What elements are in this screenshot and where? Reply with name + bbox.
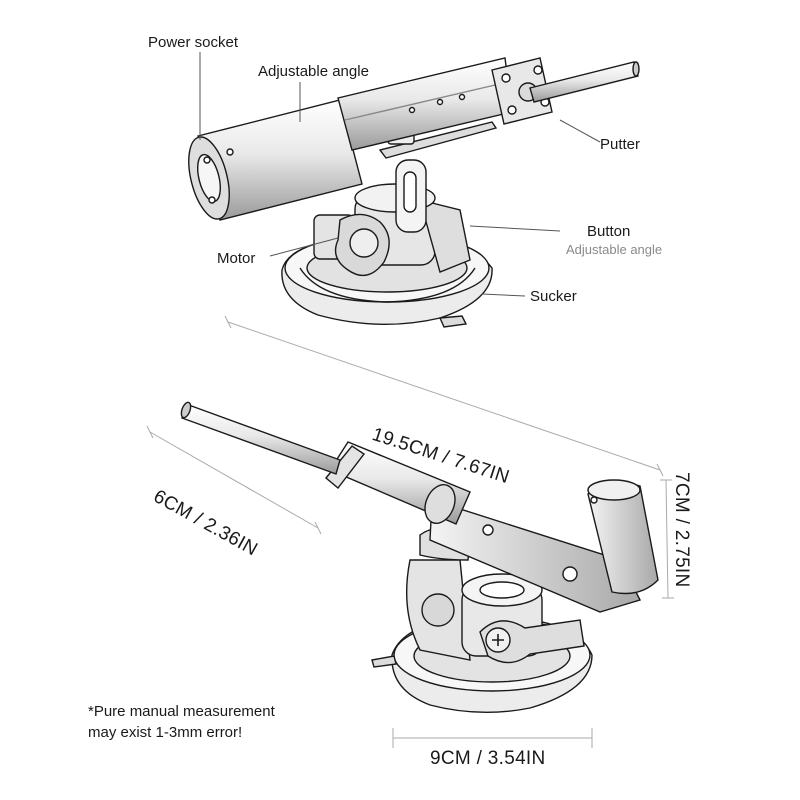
label-button-sub: Adjustable angle	[566, 242, 663, 257]
leader-lines	[199, 52, 601, 297]
label-sucker: Sucker	[530, 288, 577, 305]
measurement-note-line1: *Pure manual measurement	[88, 703, 275, 720]
label-button: Button	[587, 223, 631, 240]
motor-bottom	[587, 479, 659, 595]
label-motor: Motor	[217, 250, 256, 267]
actuator-bottom	[325, 441, 471, 525]
putter-rod-bottom	[180, 401, 341, 475]
bottom-device	[180, 401, 659, 714]
putter-rod-top	[529, 61, 640, 103]
dimension-base: 9CM / 3.54IN	[430, 748, 546, 769]
label-power-socket: Power socket	[148, 34, 239, 51]
top-device	[188, 57, 640, 328]
knob-top	[313, 213, 390, 277]
knob-bottom	[479, 619, 585, 664]
motor-top	[188, 99, 363, 221]
label-putter: Putter	[600, 136, 641, 153]
label-adjustable-angle: Adjustable angle	[258, 63, 369, 80]
dimension-lines	[146, 315, 674, 748]
measurement-note-line2: may exist 1-3mm error!	[88, 724, 243, 741]
measurement-note: *Pure manual measurement may exist 1-3mm…	[88, 701, 275, 743]
dimension-height: 7CM / 2.75IN	[671, 472, 692, 588]
